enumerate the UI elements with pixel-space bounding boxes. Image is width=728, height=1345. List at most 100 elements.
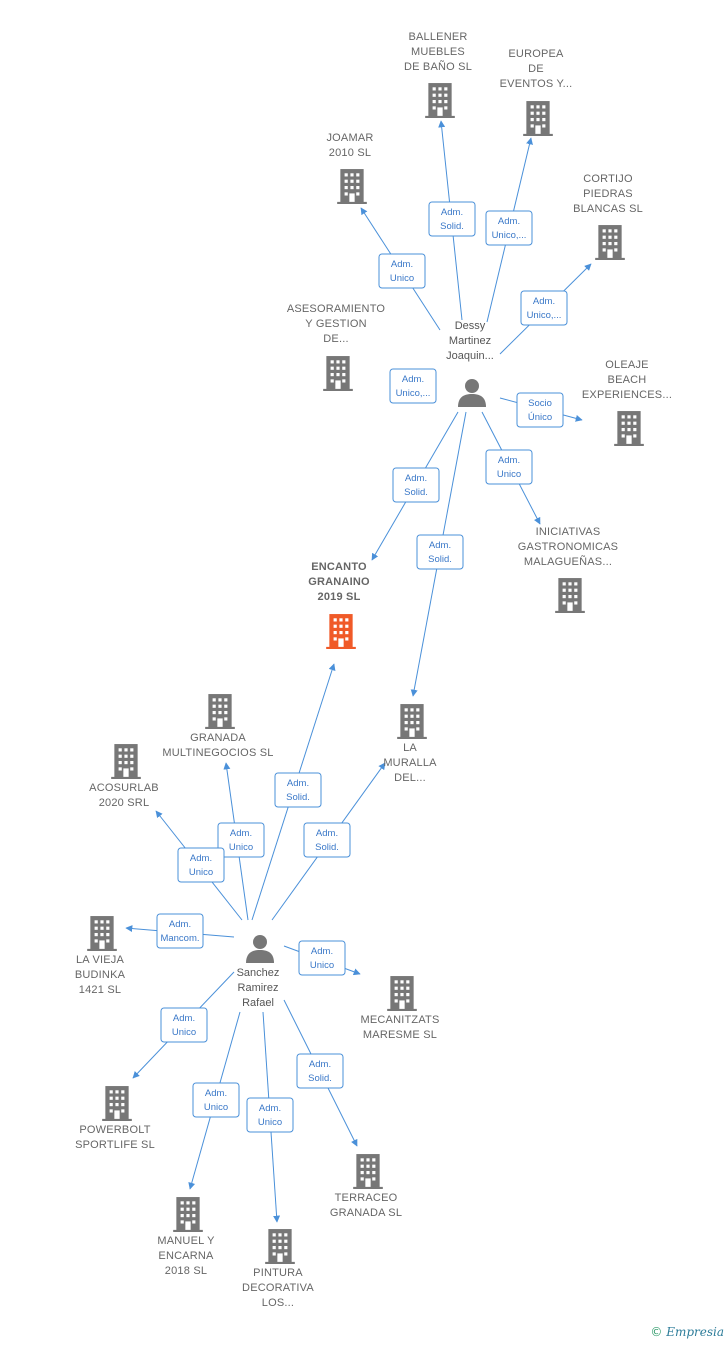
company-name-line: 2019 SL bbox=[318, 591, 361, 603]
role-text: Adm. bbox=[173, 1013, 195, 1024]
role-badge-dessy-muralla[interactable]: Adm.Solid. bbox=[416, 534, 464, 570]
company-name-line: EXPERIENCES... bbox=[582, 389, 672, 401]
company-name-line: GRANADA SL bbox=[330, 1207, 402, 1219]
role-text: Solid. bbox=[315, 842, 339, 853]
role-badge-sanchez-viejabudinka[interactable]: Adm.Mancom. bbox=[156, 913, 204, 949]
company-name-line: MANUEL Y bbox=[157, 1235, 215, 1247]
empresia-logo[interactable]: © Empresia bbox=[650, 1325, 724, 1339]
company-name-line: 2010 SL bbox=[329, 147, 371, 159]
role-badge-box bbox=[192, 1082, 240, 1118]
company-powerbolt[interactable]: POWERBOLT SPORTLIFE SL bbox=[75, 1086, 155, 1151]
company-name-line: PIEDRAS bbox=[583, 188, 633, 200]
role-text: Unico bbox=[390, 273, 414, 284]
company-name-line: ACOSURLAB bbox=[89, 782, 159, 794]
person-name-line: Joaquin... bbox=[446, 350, 494, 362]
role-text: Adm. bbox=[498, 455, 520, 466]
role-badge-box bbox=[485, 449, 533, 485]
role-badge-dessy-iniciativas[interactable]: Adm.Unico bbox=[485, 449, 533, 485]
person-name-line: Dessy bbox=[455, 320, 486, 332]
company-name-line: LA VIEJA bbox=[76, 954, 125, 966]
role-text: Adm. bbox=[259, 1103, 281, 1114]
role-badge-sanchez-powerbolt[interactable]: Adm.Unico bbox=[160, 1007, 208, 1043]
role-badge-dessy-cortijo[interactable]: Adm.Unico,... bbox=[520, 290, 568, 326]
company-name-line: POWERBOLT bbox=[79, 1124, 150, 1136]
role-badge-sanchez-mecanitzats[interactable]: Adm.Unico bbox=[298, 940, 346, 976]
role-text: Adm. bbox=[316, 828, 338, 839]
role-badge-box bbox=[392, 467, 440, 503]
company-name-line: PINTURA bbox=[253, 1267, 303, 1279]
company-muralla[interactable]: LAMURALLADEL... bbox=[383, 704, 437, 784]
role-badge-sanchez-pintura[interactable]: Adm. Unico bbox=[246, 1097, 294, 1133]
role-badge-sanchez-terraceo[interactable]: Adm. Solid. bbox=[296, 1053, 344, 1089]
role-badge-box bbox=[296, 1053, 344, 1089]
role-text: Adm. bbox=[498, 216, 520, 227]
role-badge-dessy-asesoramiento[interactable]: Adm.Unico,... bbox=[389, 368, 437, 404]
role-text: Adm. bbox=[190, 853, 212, 864]
role-badge-box bbox=[156, 913, 204, 949]
role-text: Solid. bbox=[440, 221, 464, 232]
role-badge-dessy-ballener[interactable]: Adm. Solid. bbox=[428, 201, 476, 237]
company-name-line: EVENTOS Y... bbox=[500, 78, 573, 90]
role-text: Solid. bbox=[308, 1073, 332, 1084]
company-name-line: DEL... bbox=[394, 772, 426, 784]
role-text: Adm. bbox=[441, 207, 463, 218]
role-text: Unico,... bbox=[396, 388, 431, 399]
role-badge-box bbox=[428, 201, 476, 237]
role-badge-box bbox=[485, 210, 533, 246]
company-name-line: 2020 SRL bbox=[99, 797, 150, 809]
role-text: Solid. bbox=[428, 554, 452, 565]
role-badge-box bbox=[378, 253, 426, 289]
role-badge-sanchez-granada[interactable]: Adm.Unico bbox=[217, 822, 265, 858]
company-name-line: DE bbox=[528, 63, 544, 75]
company-name-line: DECORATIVA bbox=[242, 1282, 314, 1294]
person-name-line: Ramirez bbox=[238, 982, 279, 994]
company-terraceo[interactable]: TERRACEO GRANADA SL bbox=[330, 1154, 402, 1219]
company-acosurlab[interactable]: ACOSURLAB 2020 SRL bbox=[89, 744, 159, 809]
role-text: Adm. bbox=[405, 473, 427, 484]
role-badge-sanchez-muralla[interactable]: Adm. Solid. bbox=[303, 822, 351, 858]
company-name-line: MALAGUEÑAS... bbox=[524, 555, 612, 568]
building-icon bbox=[326, 614, 356, 649]
building-icon bbox=[397, 704, 427, 739]
role-text: Unico bbox=[204, 1102, 228, 1113]
role-badge-sanchez-encanto[interactable]: Adm.Solid. bbox=[274, 772, 322, 808]
role-badge-box bbox=[303, 822, 351, 858]
company-oleaje[interactable]: OLEAJEBEACHEXPERIENCES... bbox=[582, 359, 672, 446]
company-name-line: BALLENER bbox=[408, 31, 467, 43]
company-name-line: MUEBLES bbox=[411, 46, 465, 58]
role-badge-dessy-joamar[interactable]: Adm.Unico bbox=[378, 253, 426, 289]
company-name-line: BLANCAS SL bbox=[573, 203, 643, 215]
company-name-line: ASESORAMIENTO bbox=[287, 303, 386, 315]
role-badge-dessy-encanto[interactable]: Adm.Solid. bbox=[392, 467, 440, 503]
role-badge-dessy-europea[interactable]: Adm.Unico,... bbox=[485, 210, 533, 246]
role-badge-sanchez-acosurlab[interactable]: Adm.Unico bbox=[177, 847, 225, 883]
role-badge-sanchez-manuel[interactable]: Adm.Unico bbox=[192, 1082, 240, 1118]
company-iniciativas[interactable]: INICIATIVASGASTRONOMICASMALAGUEÑAS... bbox=[518, 526, 618, 613]
building-icon bbox=[523, 101, 553, 136]
company-name-line: TERRACEO bbox=[335, 1192, 398, 1204]
company-name-line: 2018 SL bbox=[165, 1265, 207, 1277]
role-badge-box bbox=[298, 940, 346, 976]
role-badge-box bbox=[389, 368, 437, 404]
company-name-line: Y GESTION bbox=[305, 318, 367, 330]
person-dessy[interactable]: DessyMartinezJoaquin... bbox=[446, 320, 494, 407]
company-name-line: SPORTLIFE SL bbox=[75, 1139, 155, 1151]
company-name-line: BEACH bbox=[608, 374, 647, 386]
company-pintura[interactable]: PINTURADECORATIVALOS... bbox=[242, 1229, 314, 1309]
company-name-line: BUDINKA bbox=[75, 969, 126, 981]
role-text: Unico bbox=[258, 1117, 282, 1128]
role-text: Adm. bbox=[309, 1059, 331, 1070]
company-name-line: MULTINEGOCIOS SL bbox=[162, 747, 273, 759]
